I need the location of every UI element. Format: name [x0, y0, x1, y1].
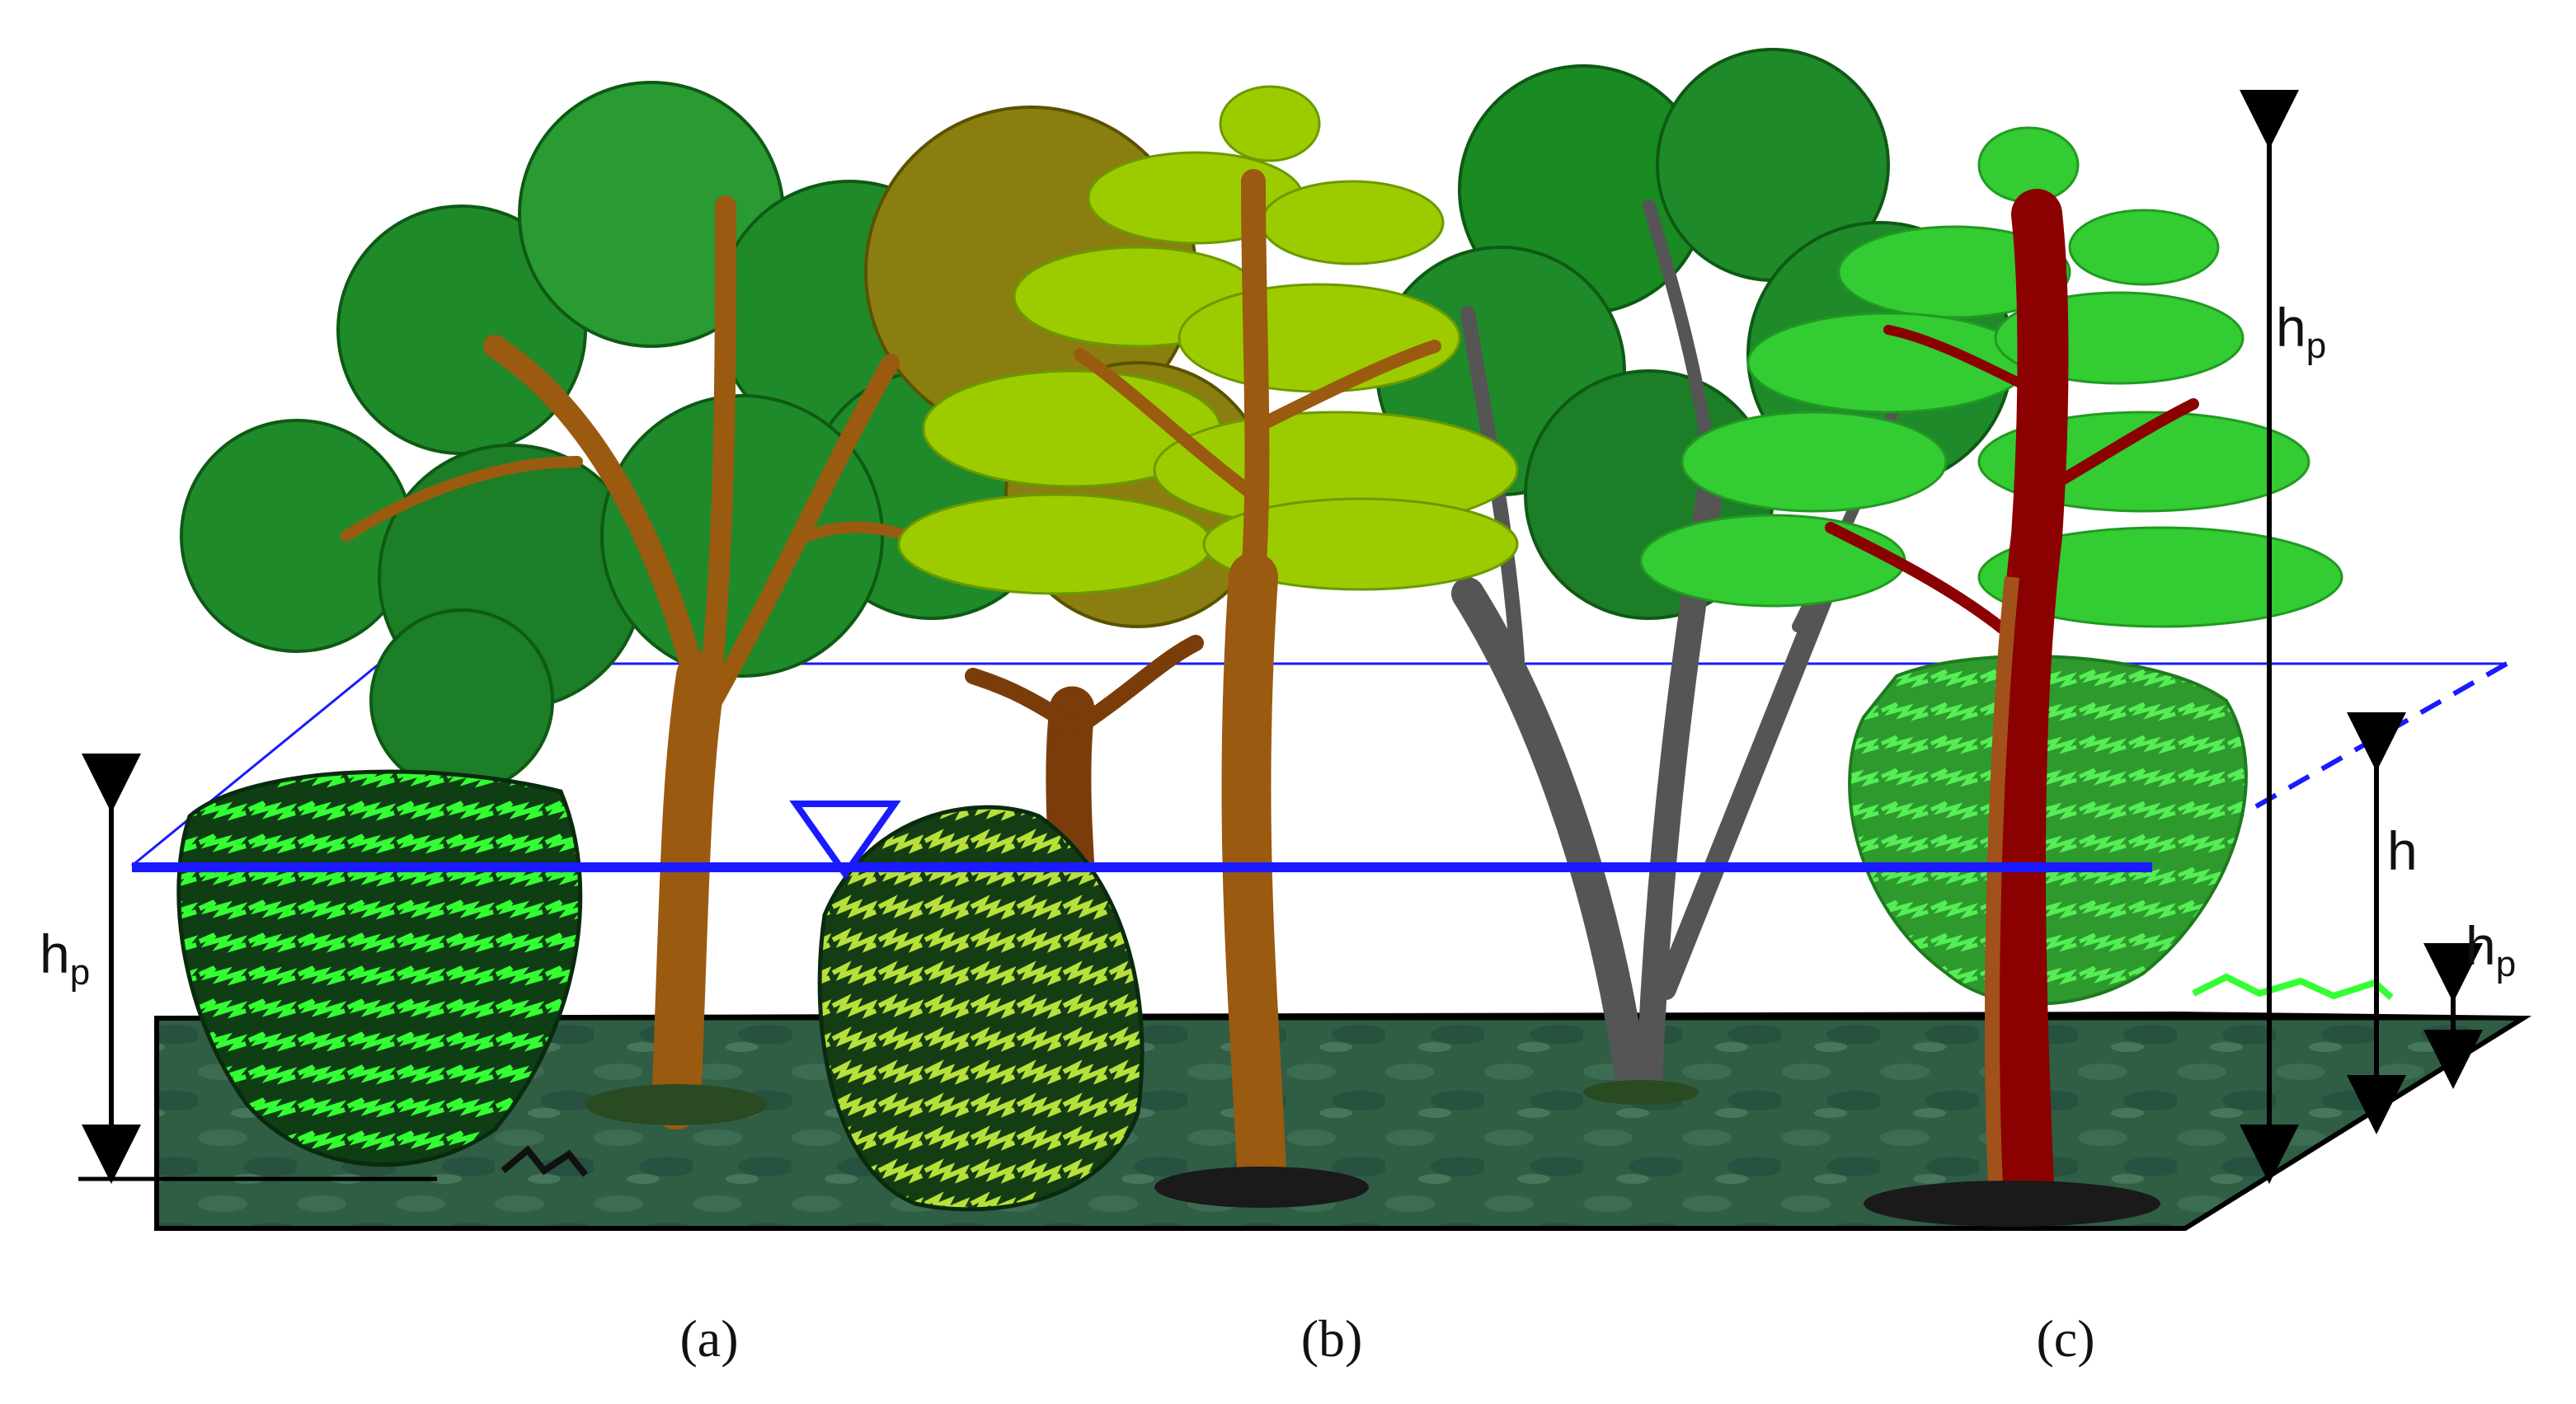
trunk-left-tree	[341, 195, 987, 1129]
dimension-h-right: h	[2347, 712, 2418, 1134]
shrub-b	[817, 805, 1145, 1212]
shrub-c	[1848, 655, 2248, 1006]
svg-text:hp: hp	[2466, 915, 2516, 984]
hp-left-main: h	[40, 923, 70, 984]
svg-text:hp: hp	[2276, 297, 2326, 366]
grass-left-tree	[585, 1084, 767, 1125]
hp-left-sub: p	[70, 952, 90, 993]
grass-tuft-right	[2192, 973, 2394, 1000]
root-shadow-red-tree	[1864, 1181, 2160, 1227]
svg-text:hp: hp	[40, 923, 90, 993]
grass-tuft-dark	[501, 1145, 589, 1177]
panel-label-a: (a)	[679, 1309, 738, 1368]
grass-grey-tree	[1583, 1080, 1699, 1105]
hp-right-small-sub: p	[2496, 944, 2516, 984]
hp-right-top-sub: p	[2306, 326, 2326, 366]
dimension-hp-right-small: hp	[2423, 915, 2516, 1089]
panel-label-c: (c)	[2036, 1309, 2094, 1368]
hp-right-top-main: h	[2276, 297, 2306, 358]
trunk-red-tree	[1825, 189, 2199, 1213]
h-right-label: h	[2387, 820, 2418, 881]
root-shadow-lime-tree	[1154, 1167, 1369, 1208]
dimension-hp-right-top: hp	[2240, 90, 2326, 1184]
hp-right-small-main: h	[2466, 915, 2496, 976]
trunk-lime-tree	[1074, 169, 1441, 1195]
panel-label-b: (b)	[1301, 1309, 1363, 1368]
dimension-hp-left: hp	[40, 754, 437, 1184]
